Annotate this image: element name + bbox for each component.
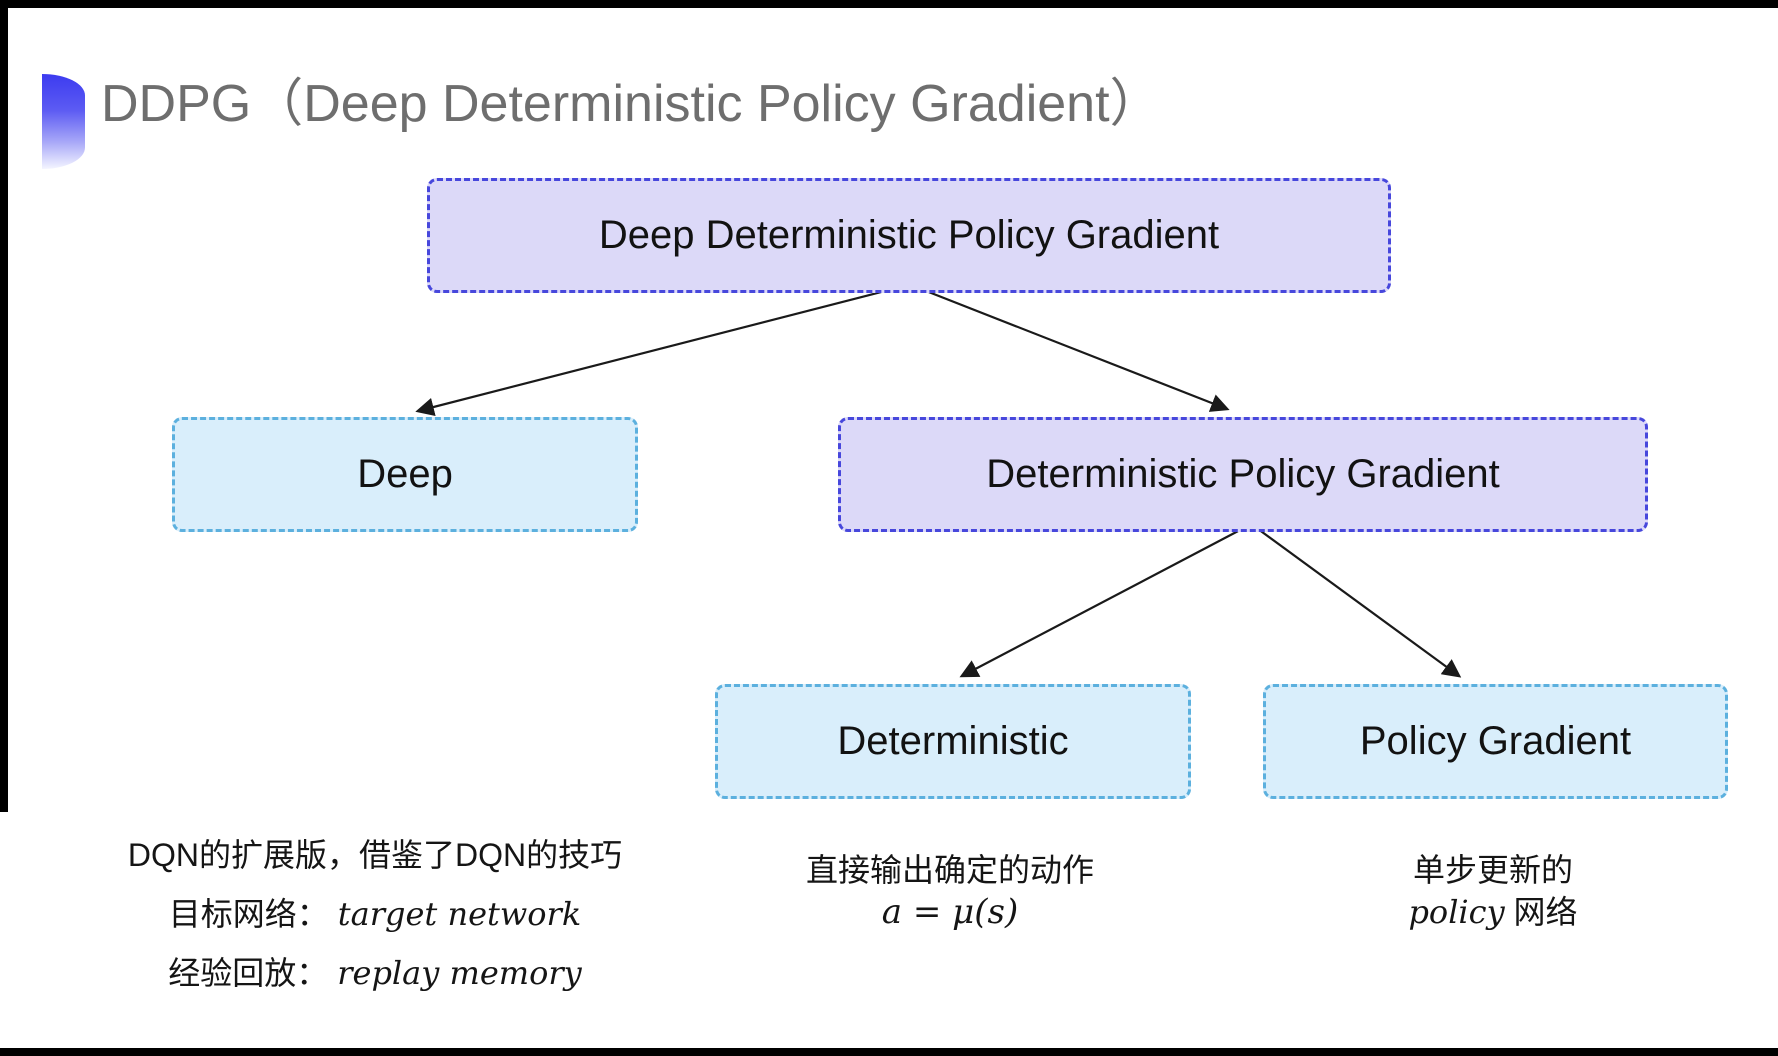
term-target-network: target network [337,895,582,933]
page-title: DDPG（Deep Deterministic Policy Gradient） [101,75,1162,133]
note-label-replay-memory: 经验回放： [168,955,329,991]
note-label-network: 网络 [1513,894,1578,930]
node-deterministic-policy-gradient: Deterministic Policy Gradient [838,417,1648,532]
note-line: 直接输出确定的动作 [805,852,1094,888]
node-label: Deterministic Policy Gradient [986,452,1500,496]
node-deep: Deep [172,417,638,532]
formula-a-equals-mu-s: a = μ(s) [881,892,1019,932]
term-policy: policy [1408,893,1505,931]
node-label: Deterministic [837,719,1069,763]
note-line: DQN的扩展版，借鉴了DQN的技巧 [127,837,623,873]
note-deterministic-action: 直接输出确定的动作 a = μ(s) [700,849,1200,933]
letterbox-bottom-bar [0,1048,1778,1056]
note-line: 目标网络：target network [125,885,625,944]
note-label-target-network: 目标网络： [168,896,329,932]
note-line: 经验回放：replay memory [125,944,625,1003]
node-label: Policy Gradient [1359,719,1632,763]
bullet-half-circle-icon [42,74,85,169]
note-ddpg-vs-dqn: DQN的扩展版，借鉴了DQN的技巧 目标网络：target network 经验… [125,826,625,1003]
node-policy-gradient: Policy Gradient [1263,684,1728,799]
node-label: Deep Deterministic Policy Gradient [598,213,1220,257]
node-deterministic: Deterministic [715,684,1191,799]
node-deep-deterministic-policy-gradient: Deep Deterministic Policy Gradient [427,178,1391,293]
note-line: policy 网络 [1243,891,1743,933]
term-replay-memory: replay memory [337,954,582,992]
letterbox-top-bar [0,0,1778,8]
node-label: Deep [357,452,453,496]
note-policy-network: 单步更新的 policy 网络 [1243,849,1743,933]
letterbox-left-bar [0,0,8,812]
note-line: 单步更新的 [1412,852,1573,888]
